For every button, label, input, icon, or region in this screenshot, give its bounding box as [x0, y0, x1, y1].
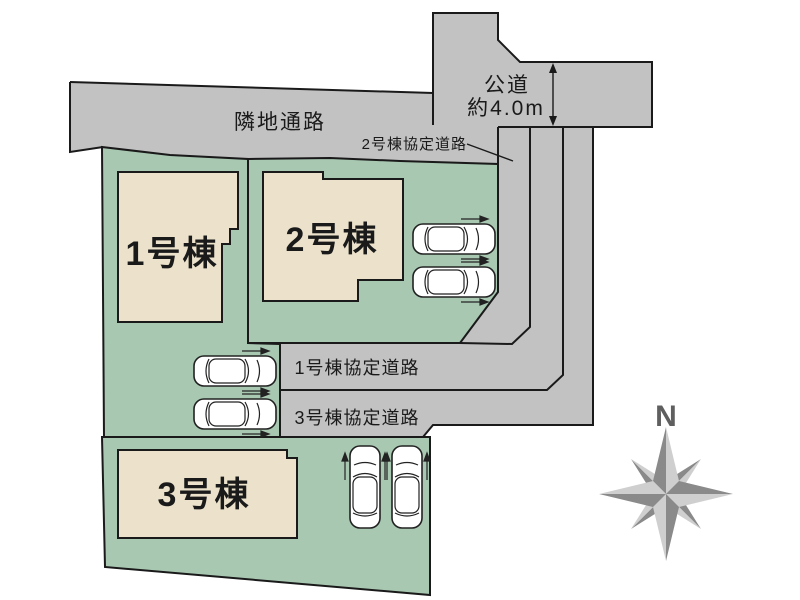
building-2-label: 2号棟 [286, 221, 379, 259]
building-1-footprint [117, 171, 239, 323]
road-strip-line-c [280, 127, 564, 391]
agreement-road-1-label: 1号棟協定道路 [294, 358, 419, 378]
public-road-label-line1: 公道 [484, 74, 530, 97]
passage-left-edge [69, 82, 104, 154]
agreement-road-area [280, 127, 593, 437]
agreement-road-2-leader-line [466, 143, 514, 162]
compass-north-label: N [655, 400, 677, 433]
building-2-footprint [262, 171, 404, 302]
agreement-road-3-label: 3号棟協定道路 [294, 408, 419, 428]
road-width-dimension-arrow [549, 63, 557, 126]
adjacent-passage-area [70, 82, 433, 164]
adjacent-passage-label: 隣地通路 [234, 111, 326, 134]
passage-top-edge [69, 81, 434, 94]
public-road-outline [432, 12, 653, 128]
road-strip-line-b [459, 127, 531, 346]
agreement-road-2-label: 2号棟協定道路 [362, 136, 467, 153]
building-1-label: 1号棟 [126, 235, 219, 273]
road-outer-edge [422, 127, 594, 438]
public-road-label-line2: 約4.0m [467, 97, 545, 120]
building-3-footprint [117, 449, 298, 539]
building-3-label: 3号棟 [158, 476, 251, 514]
compass-rose: N [599, 400, 733, 561]
